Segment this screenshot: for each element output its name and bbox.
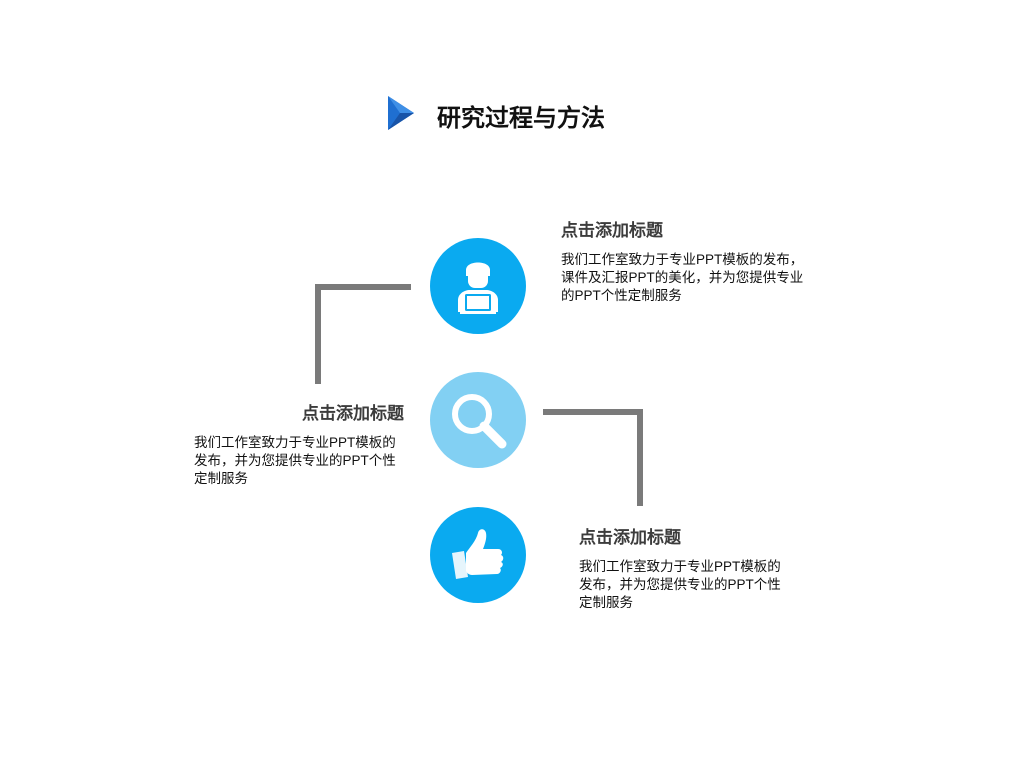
page-title: 研究过程与方法 bbox=[437, 105, 605, 132]
thumbs-circle bbox=[430, 507, 526, 603]
block-title: 点击添加标题 bbox=[561, 221, 663, 240]
block-description: 我们工作室致力于专业PPT模板的发布，并为您提供专业的PPT个性定制服务 bbox=[194, 435, 396, 486]
play-triangle-icon bbox=[388, 96, 414, 130]
block-title: 点击添加标题 bbox=[579, 528, 681, 547]
magnifier-icon bbox=[452, 394, 507, 449]
person-circle bbox=[430, 238, 526, 334]
block-title: 点击添加标题 bbox=[302, 404, 404, 423]
text-block-2: 点击添加标题 我们工作室致力于专业PPT模板的发布，并为您提供专业的PPT个性定… bbox=[194, 399, 404, 488]
block-description: 我们工作室致力于专业PPT模板的发布，并为您提供专业的PPT个性定制服务 bbox=[579, 559, 781, 610]
search-circle bbox=[430, 372, 526, 468]
block-description: 我们工作室致力于专业PPT模板的发布，课件及汇报PPT的美化，并为您提供专业的P… bbox=[561, 252, 804, 303]
thumbs-up-icon bbox=[452, 529, 504, 579]
text-block-1: 点击添加标题 我们工作室致力于专业PPT模板的发布，课件及汇报PPT的美化，并为… bbox=[561, 216, 806, 305]
person-laptop-icon bbox=[458, 262, 498, 314]
text-block-3: 点击添加标题 我们工作室致力于专业PPT模板的发布，并为您提供专业的PPT个性定… bbox=[579, 523, 794, 612]
